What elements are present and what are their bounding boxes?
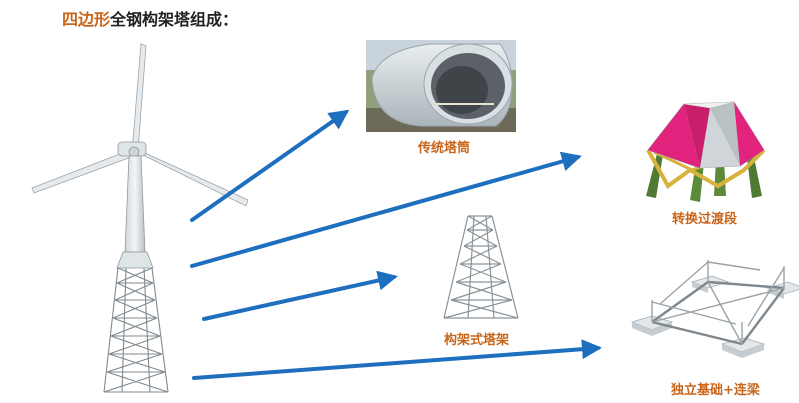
arrow-to-foundation bbox=[192, 339, 602, 380]
caption-foundation: 独立基础+连梁 bbox=[671, 383, 760, 398]
arrows bbox=[190, 109, 602, 380]
turbine-tube bbox=[124, 155, 146, 253]
title-highlight: 四边形 bbox=[62, 10, 111, 29]
blade-top bbox=[131, 43, 147, 153]
blade-right bbox=[133, 147, 249, 207]
arrow-to-transition bbox=[190, 151, 582, 268]
caption-transition-section: 转换过渡段 bbox=[672, 212, 738, 227]
arrow-to-tube bbox=[190, 109, 350, 222]
turbine-lattice bbox=[103, 267, 169, 393]
blade-left bbox=[31, 149, 135, 194]
foundation-drawing bbox=[630, 260, 799, 358]
hub bbox=[128, 146, 140, 158]
arrow-to-lattice bbox=[202, 270, 398, 321]
transition-section-drawing bbox=[646, 101, 766, 202]
wind-turbine bbox=[31, 43, 249, 393]
tube-photo bbox=[366, 40, 516, 132]
lattice-tower-drawing bbox=[443, 215, 519, 319]
title-rest: 全钢构架塔组成： bbox=[110, 10, 239, 29]
turbine-transition bbox=[116, 251, 154, 269]
caption-lattice-tower: 构架式塔架 bbox=[444, 333, 510, 348]
page-title: 四边形全钢构架塔组成： bbox=[62, 6, 238, 30]
caption-traditional-tower: 传统塔筒 bbox=[418, 141, 471, 156]
